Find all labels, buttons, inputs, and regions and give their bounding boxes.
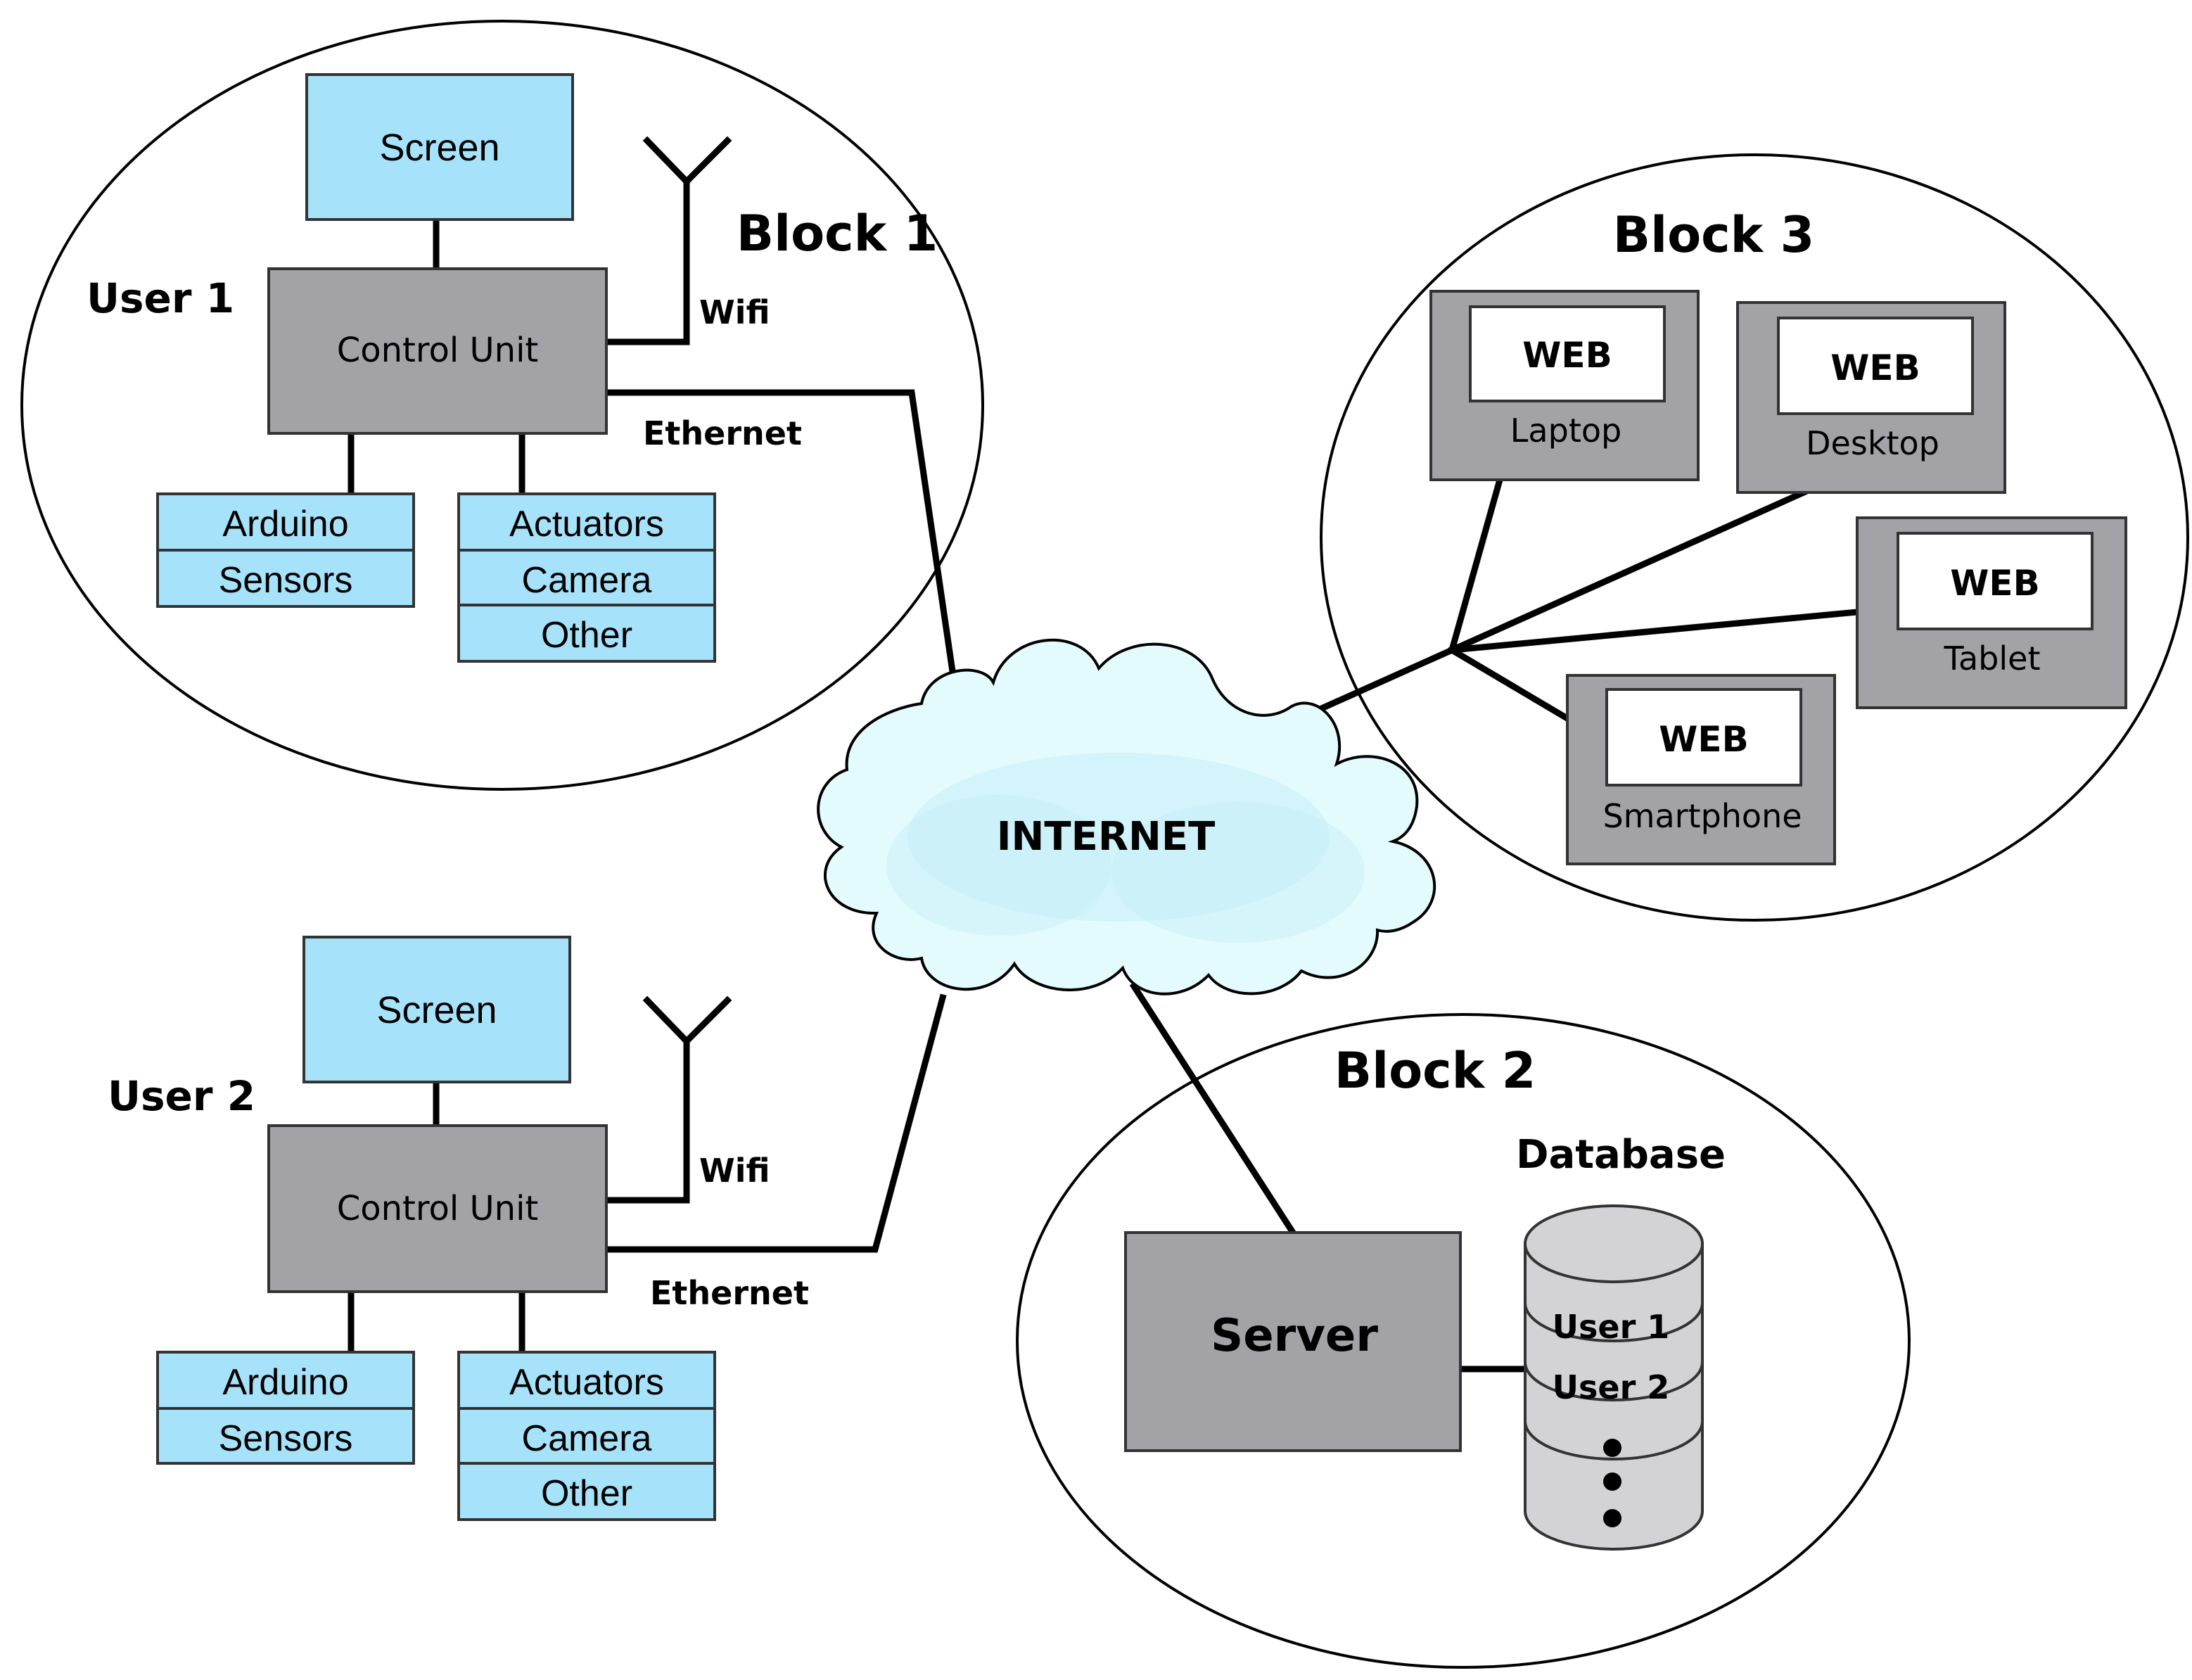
web-screen — [1897, 532, 2094, 630]
web-label: WEB — [1522, 335, 1612, 376]
smartphone-link — [1447, 645, 1571, 723]
block-3-boundary — [1320, 153, 2189, 922]
camera-label: Camera — [522, 560, 652, 601]
wifi-label: Wifi — [699, 1152, 770, 1190]
web-label: WEB — [1830, 348, 1920, 388]
arduino-label: Arduino — [222, 504, 348, 545]
db-ring — [1524, 1361, 1704, 1401]
ethernet-link — [603, 993, 947, 1253]
user-2-label: User 2 — [108, 1072, 255, 1120]
user-2-group: User 2 Screen Control Unit Wifi Ethernet… — [108, 936, 947, 1521]
actuators-label: Actuators — [509, 504, 664, 545]
internet-label: INTERNET — [997, 814, 1216, 860]
cloud-inner-glow — [1111, 802, 1365, 943]
ellipsis-dot — [1603, 1509, 1621, 1527]
tablet-link — [1448, 609, 1861, 654]
block-3-title: Block 3 — [1613, 206, 1815, 264]
actuators-stack — [457, 492, 716, 663]
internet-cloud: INTERNET — [817, 638, 1436, 995]
user-1-label: User 1 — [87, 274, 234, 322]
wifi-link — [603, 178, 690, 345]
database-cylinder — [1524, 1204, 1704, 1551]
control-unit-label: Control Unit — [337, 331, 538, 370]
ellipsis-dot — [1603, 1472, 1621, 1491]
ethernet-link — [603, 389, 958, 685]
screen-label: Screen — [379, 127, 499, 169]
block-1-title: Block 1 — [737, 205, 938, 262]
db-row-user-1: User 1 — [1553, 1308, 1670, 1346]
control-unit-box — [267, 1124, 608, 1293]
block-2: Block 2 Server Database User 1 User 2 — [1016, 981, 1911, 1669]
server-label: Server — [1211, 1310, 1378, 1362]
actuators-stack — [457, 1351, 716, 1521]
cloud-inner-glow — [886, 795, 1111, 936]
ellipsis-dot — [1603, 1439, 1621, 1457]
database-title: Database — [1516, 1132, 1726, 1178]
wifi-label: Wifi — [699, 293, 770, 331]
server-box — [1124, 1231, 1462, 1452]
db-row-user-2: User 2 — [1553, 1368, 1670, 1406]
tablet-label: Tablet — [1944, 639, 2041, 677]
screen-box — [305, 73, 574, 221]
db-ring — [1524, 1302, 1704, 1342]
web-label: WEB — [1950, 563, 2039, 604]
web-label: WEB — [1659, 719, 1748, 760]
web-screen — [1777, 317, 1974, 415]
db-ring — [1524, 1420, 1704, 1461]
control-unit-label: Control Unit — [337, 1189, 538, 1228]
arduino-label: Arduino — [222, 1362, 348, 1403]
internet-link-block3 — [1300, 646, 1456, 720]
screen-label: Screen — [376, 989, 497, 1031]
desktop-label: Desktop — [1806, 424, 1939, 462]
antenna-arm-right — [682, 136, 732, 186]
laptop-label: Laptop — [1510, 412, 1621, 450]
antenna-arm-right — [682, 995, 732, 1046]
screen-box — [302, 936, 571, 1083]
block-2-title: Block 2 — [1334, 1042, 1536, 1100]
web-screen — [1605, 688, 1802, 787]
server-internet-link — [1129, 981, 1298, 1237]
block-3: Block 3 WEB Laptop WEB Desktop WEB Table… — [1300, 153, 2189, 922]
smartphone-label: Smartphone — [1602, 797, 1802, 835]
antenna-arm-left — [642, 995, 692, 1046]
sensors-label: Sensors — [219, 1418, 353, 1459]
block-1: Block 1 User 1 Screen Control Unit Wifi … — [20, 20, 984, 791]
block-1-boundary — [20, 20, 984, 791]
block-2-boundary — [1016, 1013, 1911, 1669]
web-screen — [1469, 305, 1666, 402]
laptop-link — [1448, 476, 1504, 654]
other-label: Other — [541, 615, 632, 656]
control-unit-box — [267, 267, 608, 435]
actuators-label: Actuators — [509, 1362, 664, 1403]
wifi-link — [603, 1038, 690, 1204]
ethernet-label: Ethernet — [650, 1274, 809, 1312]
other-label: Other — [541, 1473, 632, 1514]
sensors-label: Sensors — [219, 560, 353, 601]
cloud-inner-glow — [907, 753, 1330, 922]
antenna-arm-left — [642, 136, 692, 186]
ethernet-label: Ethernet — [643, 414, 802, 452]
camera-label: Camera — [522, 1418, 652, 1459]
desktop-link — [1448, 488, 1808, 654]
